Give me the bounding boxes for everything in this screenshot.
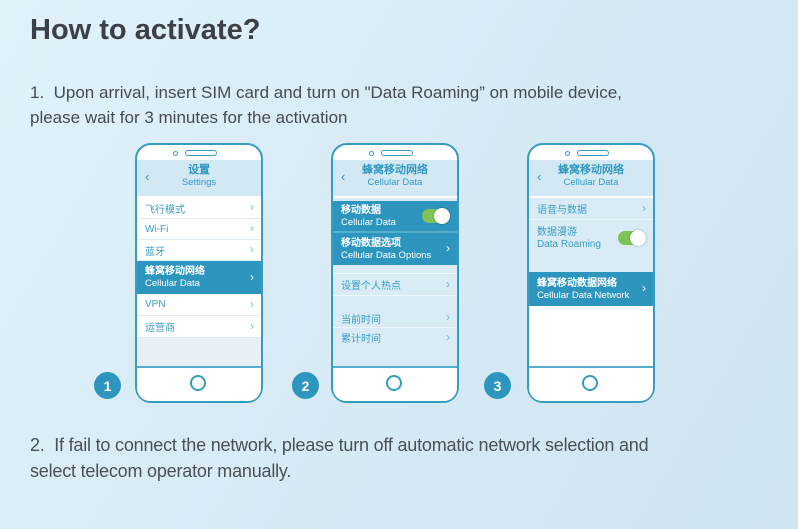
list-item-personal-hotspot[interactable]: 设置个人热点 › <box>333 273 457 296</box>
speaker-icon <box>577 150 609 156</box>
list-item-cellular-data-options-highlighted[interactable]: 移动数据选项 Cellular Data Options › <box>333 233 457 265</box>
chevron-right-icon: › <box>250 221 254 236</box>
list-item-label-zh: 移动数据 <box>341 204 381 216</box>
step1-line1: 1. Upon arrival, insert SIM card and tur… <box>30 83 622 102</box>
phone-1-settings: ‹ 设置 Settings 飞行模式 › Wi-Fi › 蓝牙 › 蜂窝移动网络… <box>135 143 263 403</box>
step1-line2: please wait for 3 minutes for the activa… <box>30 108 348 127</box>
chevron-right-icon: › <box>446 310 450 325</box>
list-item-cellular-data-highlighted[interactable]: 蜂窝移动网络 Cellular Data › <box>137 261 261 294</box>
step-badge-2: 2 <box>292 372 319 399</box>
list-item-total-period[interactable]: 累计时间 › <box>333 328 457 347</box>
phone-3-header: ‹ 蜂窝移动网络 Cellular Data <box>529 160 653 198</box>
list-item-airplane-mode[interactable]: 飞行模式 › <box>137 198 261 219</box>
phone-3-title-en: Cellular Data <box>563 177 619 188</box>
list-item-label: 飞行模式 <box>145 204 185 216</box>
list-item-cellular-data-network-highlighted[interactable]: 蜂窝移动数据网络 Cellular Data Network › <box>529 272 653 306</box>
spacer <box>333 296 457 309</box>
list-item-label: 设置个人热点 <box>341 281 401 292</box>
cellular-data-toggle-on[interactable] <box>422 208 450 224</box>
chevron-right-icon: › <box>642 200 646 215</box>
list-item-label-zh: 移动数据选项 <box>341 237 401 249</box>
list-item-wifi[interactable]: Wi-Fi › <box>137 219 261 240</box>
speaker-icon <box>185 150 217 156</box>
list-item-label: 蓝牙 <box>145 246 165 258</box>
phone-3-screen: 语音与数据 › 数据漫游 Data Roaming 蜂窝移动数据网络 Cellu… <box>529 198 653 368</box>
chevron-right-icon: › <box>250 296 254 311</box>
data-roaming-toggle-on[interactable] <box>618 230 646 246</box>
back-chevron-icon[interactable]: ‹ <box>145 169 150 184</box>
phone-1-bottom-bezel <box>137 366 261 401</box>
chevron-right-icon: › <box>446 241 450 256</box>
phone-1-title-zh: 设置 <box>188 164 210 176</box>
step2-line2: select telecom operator manually. <box>30 461 292 481</box>
list-item-voice-and-data[interactable]: 语音与数据 › <box>529 198 653 220</box>
phone-1-title-en: Settings <box>181 177 217 188</box>
list-item-label-zh: 蜂窝移动数据网络 <box>537 277 617 289</box>
home-button[interactable] <box>190 375 206 391</box>
chevron-right-icon: › <box>250 242 254 257</box>
list-item-bluetooth[interactable]: 蓝牙 › <box>137 240 261 261</box>
camera-icon <box>369 151 374 156</box>
list-item-label: VPN <box>145 299 166 310</box>
back-chevron-icon[interactable]: ‹ <box>537 169 542 184</box>
list-item-label-zh: 蜂窝移动网络 <box>145 266 205 277</box>
list-item-label: 语音与数据 <box>537 205 587 216</box>
phone-1-screen: 飞行模式 › Wi-Fi › 蓝牙 › 蜂窝移动网络 Cellular Data… <box>137 198 261 368</box>
list-item-label-en: Data Roaming <box>537 238 601 250</box>
list-section: 语音与数据 › 数据漫游 Data Roaming <box>529 198 653 272</box>
chevron-right-icon: › <box>642 281 646 296</box>
toggle-knob <box>630 230 646 246</box>
phone-2-cellular-data: ‹ 蜂窝移动网络 Cellular Data 移动数据 Cellular Dat… <box>331 143 459 403</box>
list-item-label: 当前时间 <box>341 314 381 326</box>
home-button[interactable] <box>386 375 402 391</box>
phone-2-title-zh: 蜂窝移动网络 <box>362 164 428 176</box>
list-item-label: Wi-Fi <box>145 223 169 235</box>
list-item-label-en: Cellular Data <box>341 216 396 228</box>
step2-text: 2. If fail to connect the network, pleas… <box>30 432 770 484</box>
step-badge-3: 3 <box>484 372 511 399</box>
list-item-label: 运营商 <box>145 323 175 334</box>
chevron-right-icon: › <box>446 329 450 344</box>
list-item-vpn[interactable]: VPN › <box>137 294 261 316</box>
list-item-label-en: Cellular Data Options <box>341 249 432 261</box>
list-item-label-zh: 数据漫游 <box>537 226 577 238</box>
phone-3-bottom-bezel <box>529 366 653 401</box>
home-button[interactable] <box>582 375 598 391</box>
page-title: How to activate? <box>30 14 261 46</box>
list-item-label-en: Cellular Data <box>145 278 200 289</box>
chevron-right-icon: › <box>250 200 254 215</box>
list-item-cellular-data-toggle-row[interactable]: 移动数据 Cellular Data <box>333 201 457 233</box>
phone-3-data-roaming: ‹ 蜂窝移动网络 Cellular Data 语音与数据 › 数据漫游 Data… <box>527 143 655 403</box>
step-badge-1: 1 <box>94 372 121 399</box>
list-item-data-roaming-toggle-row[interactable]: 数据漫游 Data Roaming <box>529 220 653 256</box>
chevron-right-icon: › <box>250 269 254 284</box>
list-item-label-en: Cellular Data Network <box>537 289 630 301</box>
speaker-icon <box>381 150 413 156</box>
chevron-right-icon: › <box>250 318 254 333</box>
chevron-right-icon: › <box>446 276 450 291</box>
phone-2-bottom-bezel <box>333 366 457 401</box>
step2-line1: 2. If fail to connect the network, pleas… <box>30 435 649 455</box>
phone-2-screen: 移动数据 Cellular Data 移动数据选项 Cellular Data … <box>333 198 457 368</box>
step1-text: 1. Upon arrival, insert SIM card and tur… <box>30 80 770 130</box>
list-item-label: 累计时间 <box>341 334 381 345</box>
toggle-knob <box>434 208 450 224</box>
phone-3-title-zh: 蜂窝移动网络 <box>558 164 624 176</box>
camera-icon <box>173 151 178 156</box>
phone-2-title-en: Cellular Data <box>367 177 423 188</box>
camera-icon <box>565 151 570 156</box>
phone-2-header: ‹ 蜂窝移动网络 Cellular Data <box>333 160 457 198</box>
phone-1-header: ‹ 设置 Settings <box>137 160 261 198</box>
list-item-current-period[interactable]: 当前时间 › <box>333 309 457 328</box>
spacer <box>333 265 457 273</box>
list-item-carrier[interactable]: 运营商 › <box>137 316 261 338</box>
back-chevron-icon[interactable]: ‹ <box>341 169 346 184</box>
